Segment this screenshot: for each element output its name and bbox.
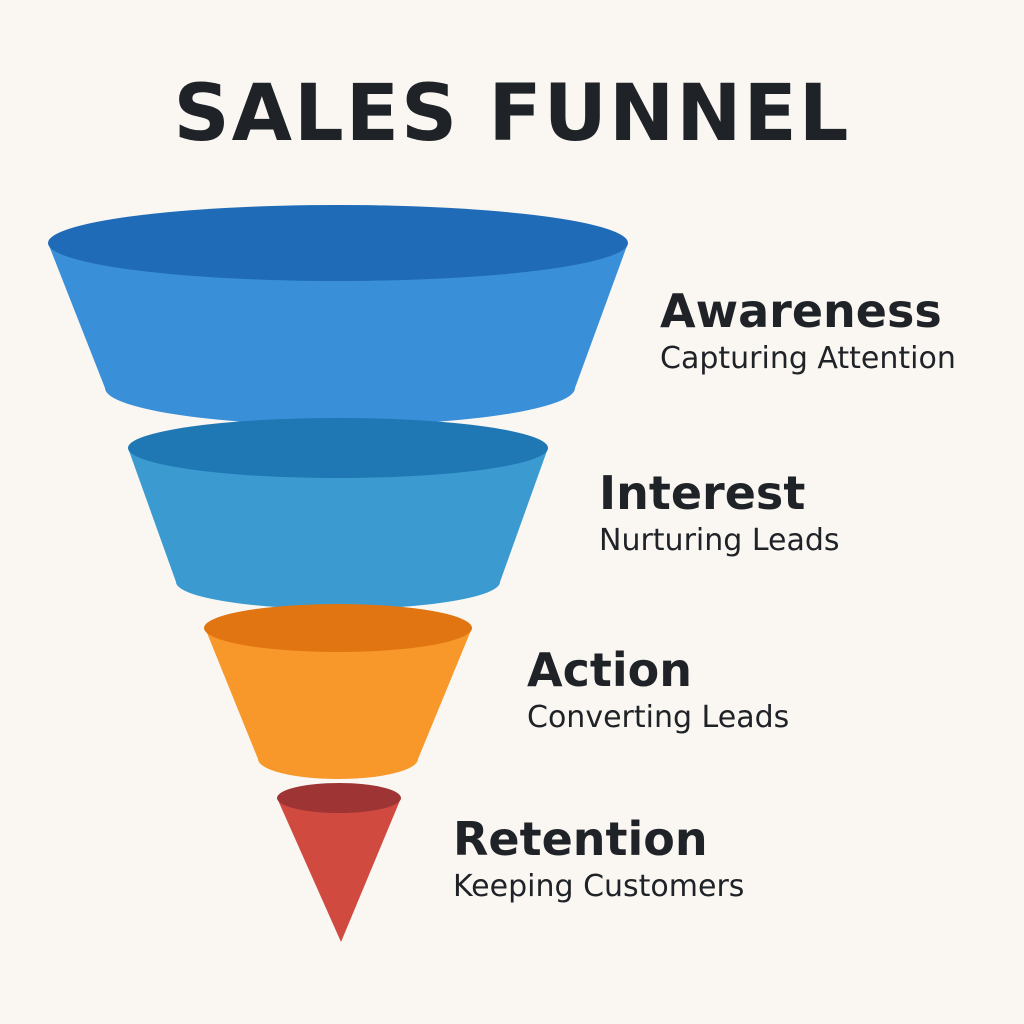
stage-description-awareness: Capturing Attention [660,341,956,376]
stage-description-retention: Keeping Customers [453,869,745,904]
funnel-stage-interest [128,418,548,609]
funnel-stage-retention [277,783,401,942]
stage-label-retention: Retention Keeping Customers [453,811,744,907]
stage-name-retention: Retention [453,812,708,866]
funnel-stage-retention-body [277,798,401,942]
stage-name-action: Action [527,643,692,697]
stage-label-awareness: Awareness Capturing Attention [660,283,956,379]
funnel-stage-awareness-body [48,243,628,425]
funnel-stage-action-top [204,604,472,652]
funnel-stage-interest-top [128,418,548,478]
diagram-title: SALES FUNNEL [173,69,851,159]
stage-label-action: Action Converting Leads [527,642,789,738]
funnel-stage-awareness [48,205,628,425]
stage-name-awareness: Awareness [660,284,942,338]
stage-label-interest: Interest Nurturing Leads [599,465,840,561]
funnel-stage-interest-body [128,448,548,609]
stage-description-action: Converting Leads [527,700,790,735]
funnel-stage-awareness-top [48,205,628,281]
funnel-stage-action [204,604,472,779]
stage-description-interest: Nurturing Leads [599,523,840,558]
funnel-stage-retention-top [277,783,401,813]
funnel-stage-action-body [205,628,472,779]
stage-name-interest: Interest [599,466,806,520]
